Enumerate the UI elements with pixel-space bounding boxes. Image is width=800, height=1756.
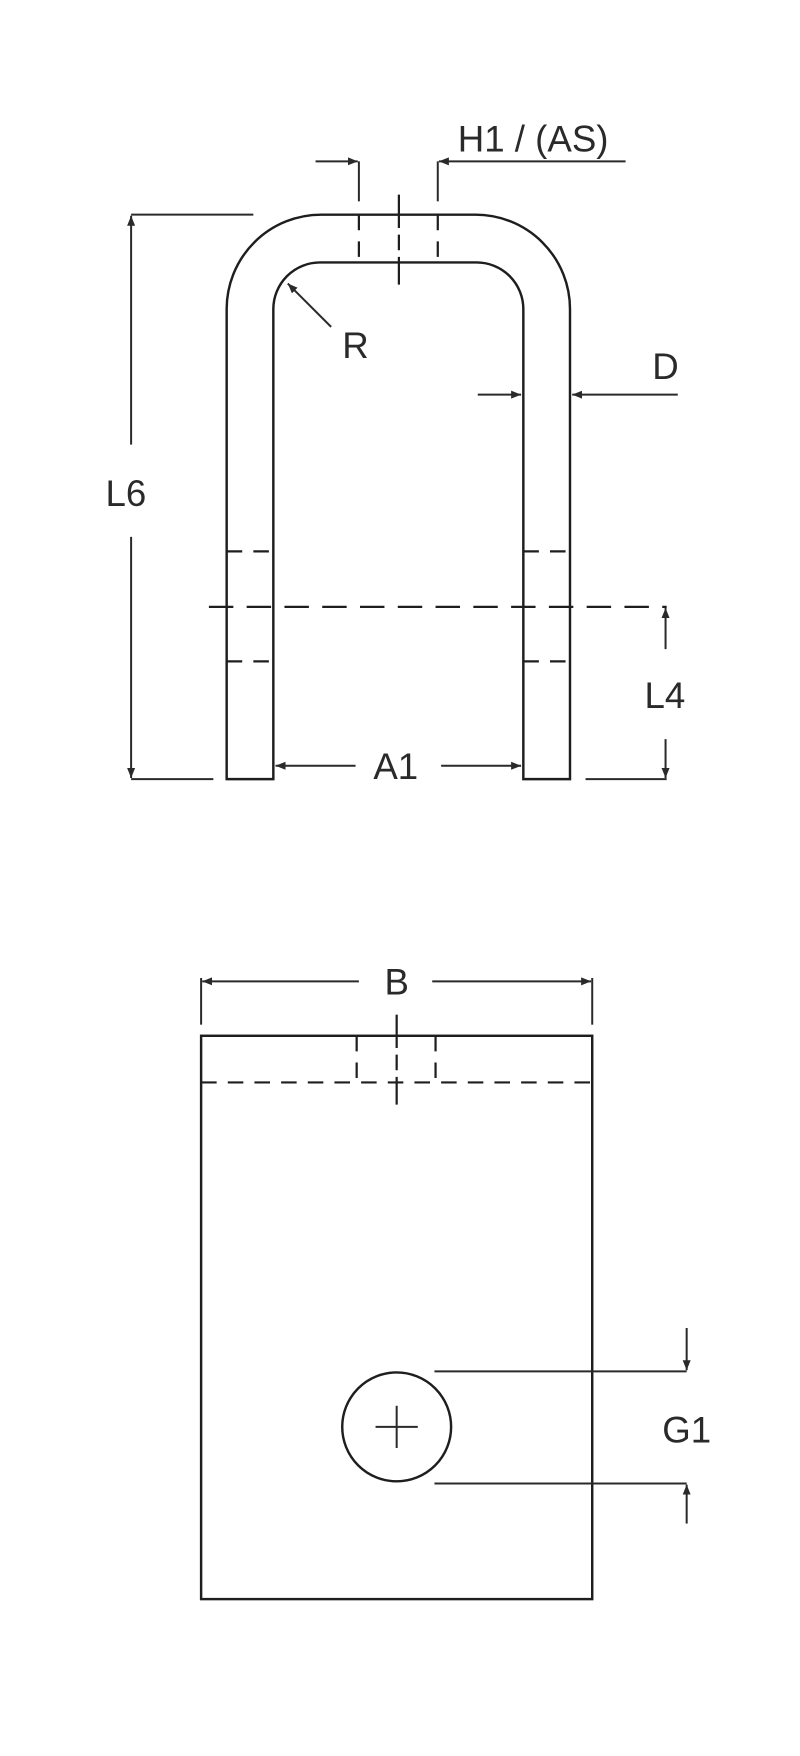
radius-leader — [287, 282, 332, 328]
side-view-outline — [199, 1034, 594, 1601]
label-l6: L6 — [106, 473, 147, 514]
label-r: R — [342, 325, 368, 366]
label-g1: G1 — [662, 1409, 711, 1450]
side-view: B G1 — [199, 962, 711, 1601]
label-d: D — [652, 346, 678, 387]
label-b: B — [384, 962, 408, 1003]
front-view: H1 / (AS) R D L6 L4 A1 — [106, 118, 686, 787]
label-a1: A1 — [373, 746, 418, 787]
label-l4: L4 — [644, 675, 685, 716]
hole-circle — [341, 1371, 453, 1483]
label-h1-as: H1 / (AS) — [458, 118, 609, 159]
u-bolt-outline — [225, 213, 572, 781]
